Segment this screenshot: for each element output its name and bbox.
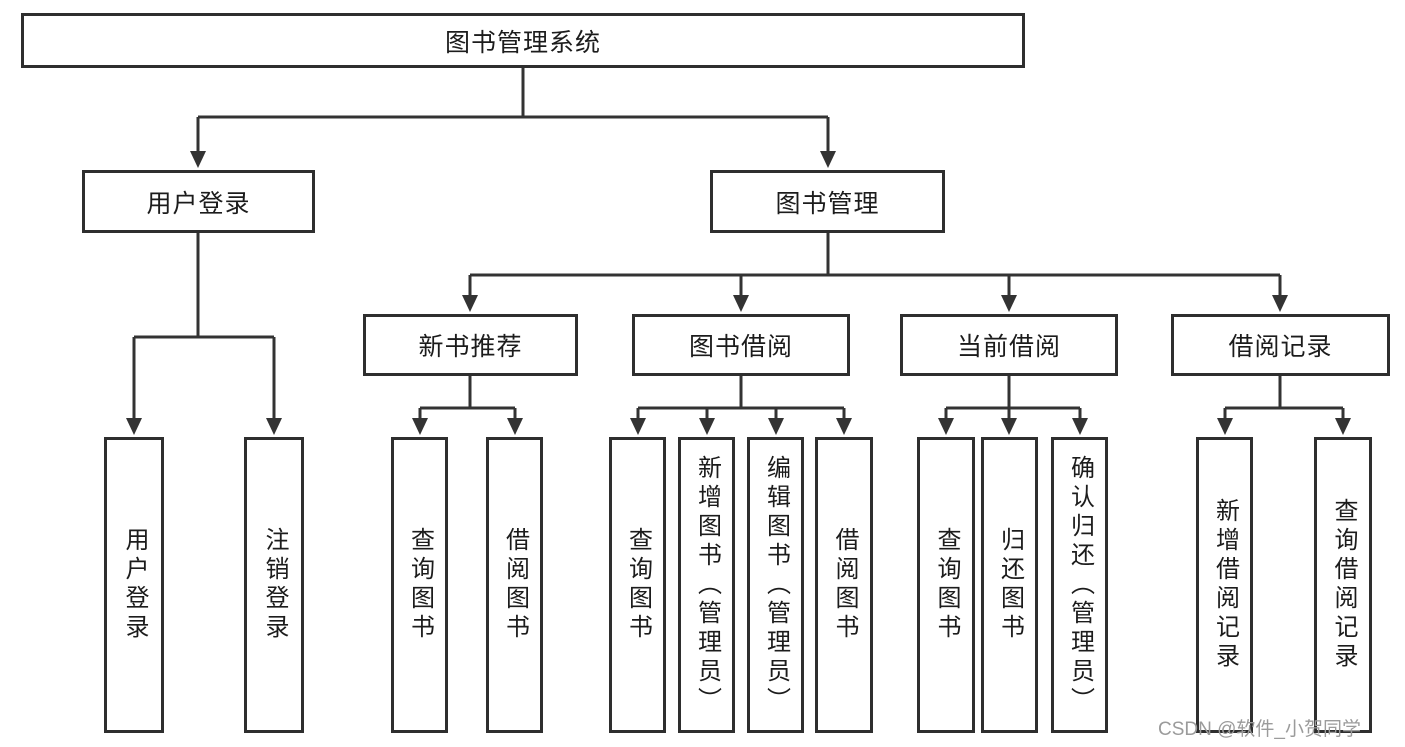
- leaf-current-confirm-admin: 确认归还（管理员）: [1051, 437, 1108, 733]
- leaf-records-add: 新增借阅记录: [1196, 437, 1253, 733]
- leaf-logout-label: 注销登录: [261, 527, 288, 643]
- node-root: 图书管理系统: [21, 13, 1025, 68]
- leaf-borrow-add-admin-label: 新增图书（管理员）: [693, 454, 721, 716]
- leaf-current-return: 归还图书: [981, 437, 1038, 733]
- leaf-borrow-add-admin: 新增图书（管理员）: [678, 437, 735, 733]
- leaf-records-query-label: 查询借阅记录: [1330, 498, 1357, 672]
- node-book-borrow: 图书借阅: [632, 314, 850, 376]
- leaf-records-query: 查询借阅记录: [1314, 437, 1372, 733]
- node-borrow-records-label: 借阅记录: [1228, 333, 1333, 361]
- node-user-login-label: 用户登录: [146, 189, 251, 218]
- csdn-watermark: CSDN @软件_小贺同学: [1158, 719, 1361, 740]
- node-user-login: 用户登录: [82, 170, 315, 233]
- node-current-borrow-label: 当前借阅: [956, 333, 1061, 361]
- leaf-borrow-query-label: 查询图书: [624, 527, 652, 643]
- node-current-borrow: 当前借阅: [900, 314, 1118, 376]
- leaf-newbooks-borrow-label: 借阅图书: [501, 527, 529, 643]
- leaf-current-confirm-admin-label: 确认归还（管理员）: [1066, 454, 1094, 716]
- leaf-borrow-query: 查询图书: [609, 437, 666, 733]
- leaf-user-login-label: 用户登录: [121, 527, 148, 643]
- arrowhead-icons: [126, 151, 1351, 435]
- node-book-mgmt-label: 图书管理: [775, 189, 880, 218]
- leaf-current-return-label: 归还图书: [996, 527, 1024, 643]
- leaf-borrow-book: 借阅图书: [815, 437, 873, 733]
- leaf-borrow-book-label: 借阅图书: [831, 527, 858, 643]
- leaf-user-login: 用户登录: [104, 437, 164, 733]
- leaf-current-query: 查询图书: [917, 437, 975, 733]
- leaf-current-query-label: 查询图书: [933, 527, 960, 643]
- leaf-logout: 注销登录: [244, 437, 304, 733]
- leaf-records-add-label: 新增借阅记录: [1211, 498, 1239, 672]
- leaf-newbooks-query: 查询图书: [391, 437, 448, 733]
- node-book-mgmt: 图书管理: [710, 170, 945, 233]
- node-book-borrow-label: 图书借阅: [688, 333, 793, 361]
- node-new-books: 新书推荐: [363, 314, 578, 376]
- node-borrow-records: 借阅记录: [1171, 314, 1390, 376]
- leaf-newbooks-borrow: 借阅图书: [486, 437, 543, 733]
- leaf-borrow-edit-admin-label: 编辑图书（管理员）: [762, 454, 790, 716]
- leaf-borrow-edit-admin: 编辑图书（管理员）: [747, 437, 804, 733]
- node-new-books-label: 新书推荐: [418, 333, 523, 361]
- node-root-label: 图书管理系统: [444, 28, 601, 57]
- leaf-newbooks-query-label: 查询图书: [406, 527, 434, 643]
